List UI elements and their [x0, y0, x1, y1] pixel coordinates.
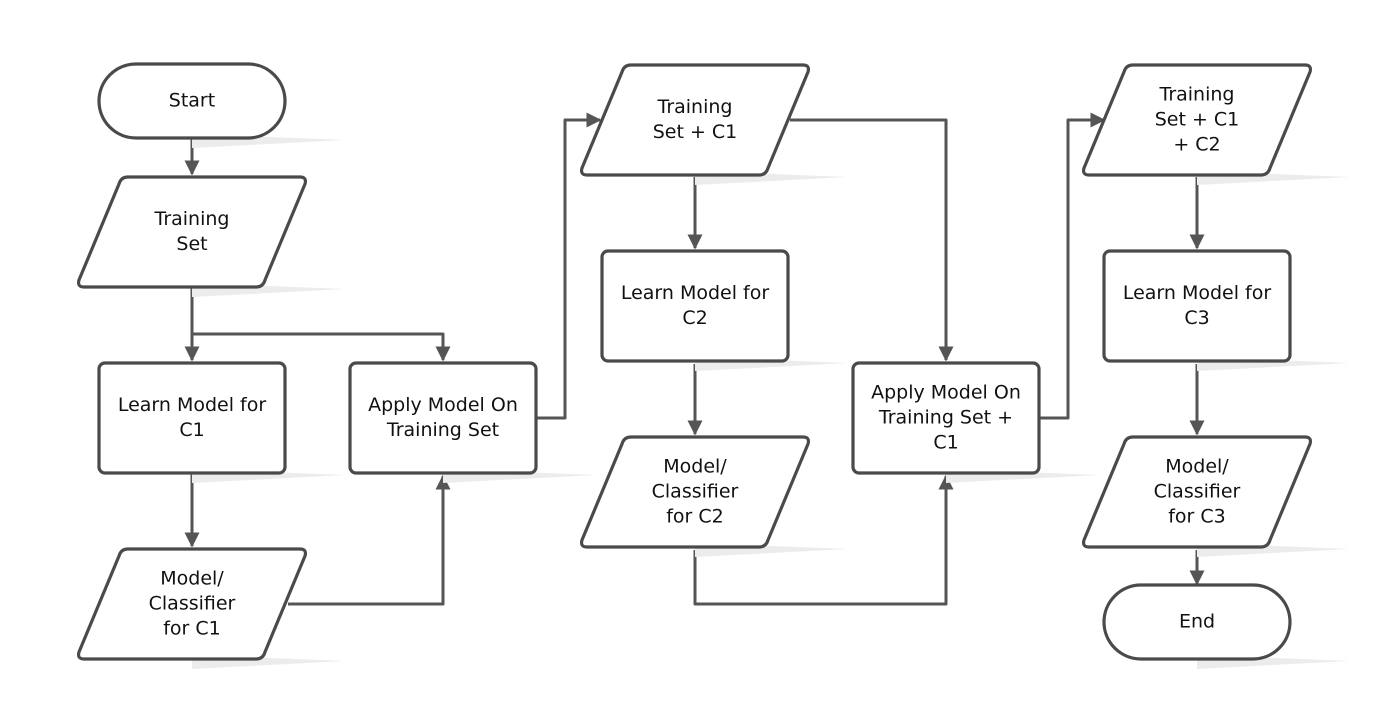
node-model-c2: Model/Classifier for C2	[579, 435, 848, 557]
node-model-c3: Model/Classifier for C3	[1081, 435, 1350, 557]
node-label-line: C1	[933, 432, 958, 454]
terminal-shape	[97, 62, 287, 140]
node-label-line: Training	[1159, 84, 1235, 106]
connector-apply-ts-to-ts-c1	[537, 112, 602, 420]
process-shape	[600, 249, 790, 363]
node-label-line: + C2	[1173, 134, 1220, 156]
data-shape	[76, 547, 308, 661]
node-label-line: for C2	[666, 506, 724, 528]
data-shape	[579, 435, 811, 549]
node-apply-ts-c1: Apply Model On Training Set + C1	[851, 361, 1099, 483]
node-label-line: Set + C1	[1155, 109, 1240, 131]
connector-ts-c1-to-apply-ts-c1	[790, 118, 954, 362]
node-label-line: Apply Model On	[368, 394, 518, 416]
node-label-line: Model/	[663, 456, 727, 478]
node-label-line: Start	[169, 90, 215, 112]
node-label-line: C3	[1184, 307, 1209, 329]
node-label-line: Training Set +	[878, 407, 1013, 429]
node-label-line: Set	[176, 233, 207, 255]
node-label-line: Training	[657, 96, 733, 118]
node-model-c1: Model/Classifier for C1	[76, 547, 345, 669]
node-label-line: for C3	[1168, 506, 1226, 528]
node-label-line: Training Set	[386, 419, 499, 441]
node-label-line: Learn Model for	[1123, 282, 1272, 304]
data-shape	[1081, 63, 1313, 177]
connector-ts-to-apply-ts	[190, 322, 451, 362]
process-shape	[1102, 249, 1292, 363]
node-label-line: Model/	[160, 568, 224, 590]
data-shape	[1081, 435, 1313, 549]
node-label-line: Learn Model for	[621, 282, 770, 304]
node-label-line: Set + C1	[653, 121, 738, 143]
node-label-line: Classifier	[149, 593, 236, 615]
node-label-line: End	[1179, 611, 1215, 633]
node-label-line: Learn Model for	[118, 394, 267, 416]
connector-model-c2-to-apply-ts-c1	[693, 474, 954, 606]
node-label-line: Model/	[1165, 456, 1229, 478]
node-label-line: Classifier	[1154, 481, 1241, 503]
node-label-line: for C1	[163, 618, 221, 640]
connector-apply-ts-c1-to-ts-c1-c2	[1040, 112, 1106, 420]
node-label-line: Apply Model On	[871, 382, 1021, 404]
node-label-line: Classifier	[652, 481, 739, 503]
data-shape	[76, 175, 308, 289]
node-label-line: C2	[682, 307, 707, 329]
node-label-line: Training	[154, 208, 230, 230]
terminal-shape	[1102, 583, 1292, 661]
node-start: Start	[97, 62, 345, 148]
process-shape	[851, 361, 1041, 475]
process-shape	[97, 361, 287, 475]
connector-model-c1-to-apply-ts	[288, 474, 451, 606]
process-shape	[348, 361, 538, 475]
node-label-line: C1	[179, 419, 204, 441]
node-apply-ts: Apply Model On Training Set	[348, 361, 596, 483]
node-end: End	[1102, 583, 1350, 669]
data-shape	[579, 63, 811, 177]
